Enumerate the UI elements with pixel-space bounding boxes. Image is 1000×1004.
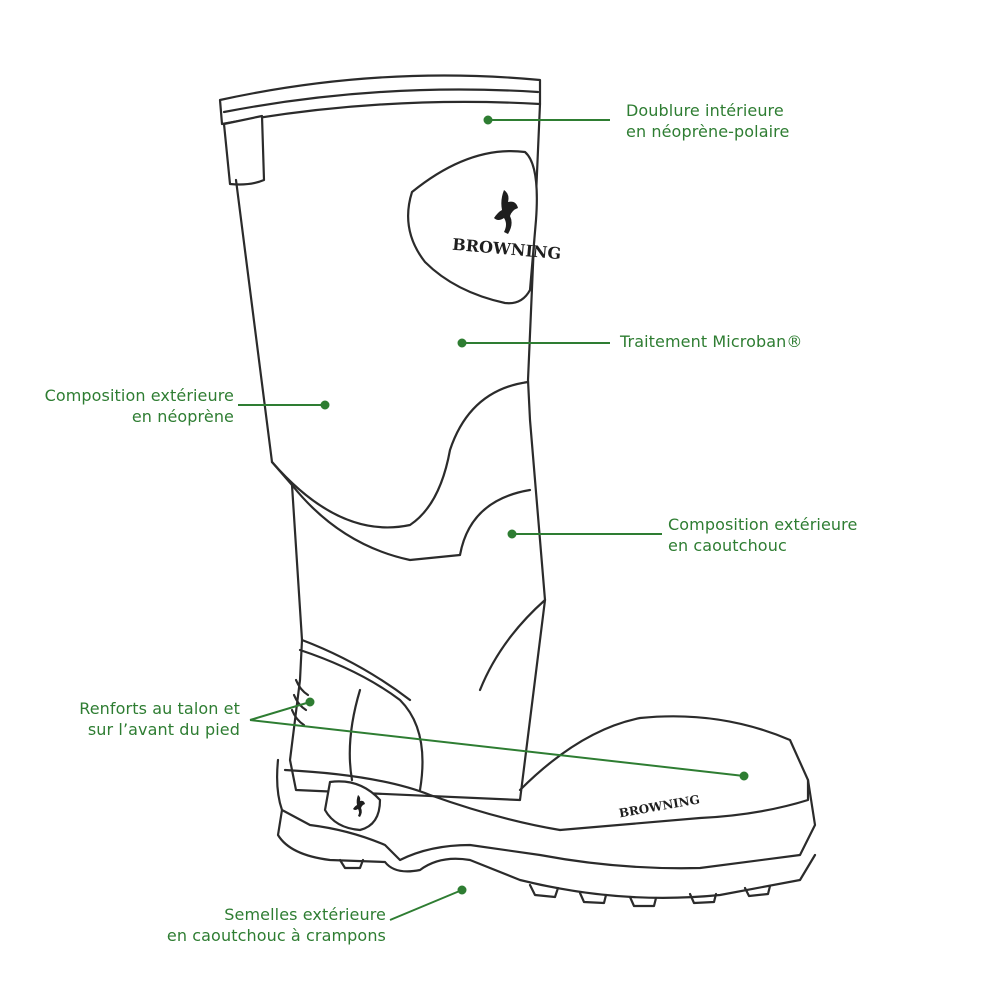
deer-emblem bbox=[494, 190, 518, 234]
boot-heel-counter-2 bbox=[300, 638, 412, 702]
deer-emblem-heel bbox=[353, 795, 365, 817]
boot-collar-inner bbox=[222, 88, 540, 114]
boot-heel-counter bbox=[298, 648, 424, 792]
callout-neoprene: Composition extérieure en néoprène bbox=[44, 386, 234, 426]
boot-heel-window bbox=[323, 780, 382, 832]
boot-rubber-upper bbox=[270, 380, 530, 529]
boot-pull-tab bbox=[222, 114, 266, 186]
boot-collar bbox=[218, 74, 542, 126]
logo-text-toe: BROWNING bbox=[618, 792, 701, 820]
callout-renforts: Renforts au talon et sur l’avant du pied bbox=[79, 699, 240, 739]
boot-outsole bbox=[276, 808, 817, 899]
boot-heel-arc bbox=[348, 688, 362, 782]
callout-leaders bbox=[238, 115, 749, 921]
callout-microban: Traitement Microban® bbox=[620, 332, 803, 351]
callout-caoutchouc: Composition extérieure en caoutchouc bbox=[668, 515, 858, 555]
boot-midsole-top bbox=[283, 768, 562, 832]
boot-rubber-inner bbox=[290, 483, 532, 562]
callout-semelles: Semelles extérieure en caoutchouc à cram… bbox=[166, 905, 386, 945]
boot-front-crease bbox=[478, 598, 547, 692]
callout-doublure: Doublure intérieure en néoprène-polaire bbox=[626, 101, 790, 141]
boot-logo-patch bbox=[407, 150, 538, 305]
boot-toe-cap bbox=[518, 715, 810, 832]
